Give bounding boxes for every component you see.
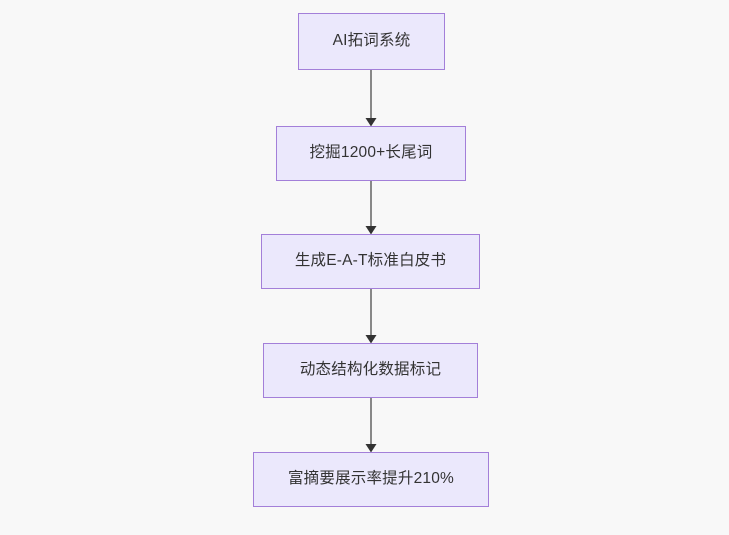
flow-node-label: 富摘要展示率提升210% — [287, 470, 455, 488]
edge-n3-n4 — [365, 289, 377, 344]
flow-node-generate-eat-whitepaper[interactable]: 生成E-A-T标准白皮书 — [261, 234, 480, 289]
edge-n1-n2 — [365, 70, 377, 127]
flow-node-ai-keyword-system[interactable]: AI拓词系统 — [298, 13, 445, 70]
edge-n4-n5 — [365, 398, 377, 453]
flow-node-dynamic-structured-data-markup[interactable]: 动态结构化数据标记 — [263, 343, 478, 398]
flow-node-label: 动态结构化数据标记 — [299, 361, 442, 379]
flow-node-mine-longtail-keywords[interactable]: 挖掘1200+长尾词 — [276, 126, 466, 181]
edge-n2-n3 — [365, 181, 377, 235]
flow-node-rich-snippet-rate-increase[interactable]: 富摘要展示率提升210% — [253, 452, 489, 507]
flow-node-label: 挖掘1200+长尾词 — [309, 144, 433, 162]
flow-node-label: 生成E-A-T标准白皮书 — [294, 252, 447, 270]
flow-node-label: AI拓词系统 — [332, 32, 411, 50]
